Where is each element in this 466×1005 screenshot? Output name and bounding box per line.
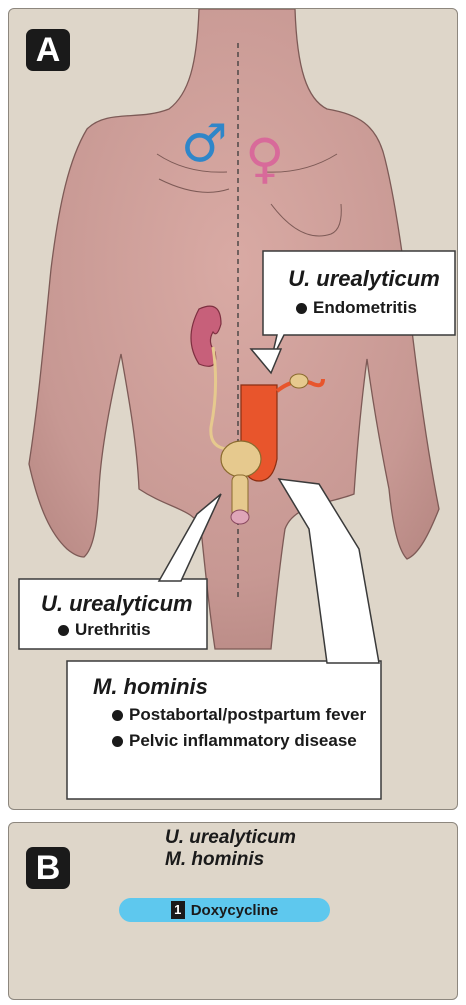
bladder [221,441,261,477]
callout-urethritis: U. urealyticum Urethritis [41,592,217,640]
panel-a: ♂ ♀ A U. urealyticum Endometritis U. ure… [8,8,458,810]
female-symbol: ♀ [245,127,285,190]
organism-list: U. urealyticum M. hominis [165,827,296,871]
callout-hominis: M. hominis Postabortal/postpartum fever … [99,675,375,751]
treatment-pill: 1 Doxycycline [119,898,330,922]
condition-item: Endometritis [293,298,457,318]
treatment-drug: Doxycycline [191,902,279,919]
condition-item: Postabortal/postpartum fever [109,705,375,725]
organism-name: U. urealyticum [271,267,457,291]
organism-name: U. urealyticum [165,827,296,849]
organism-name: M. hominis [165,849,296,871]
condition-item: Urethritis [55,620,217,640]
treatment-rank: 1 [171,901,185,919]
panel-b-label: B [26,847,70,889]
callout-endometritis: U. urealyticum Endometritis [271,267,457,318]
male-symbol: ♂ [181,114,228,174]
condition-item: Pelvic inflammatory disease [109,731,375,751]
panel-a-label: A [26,29,70,71]
organism-name: M. hominis [93,675,375,699]
ovary [290,374,308,388]
glans [231,510,249,524]
organism-name: U. urealyticum [41,592,217,616]
panel-b: B U. urealyticum M. hominis 1 Doxycyclin… [8,822,458,1000]
